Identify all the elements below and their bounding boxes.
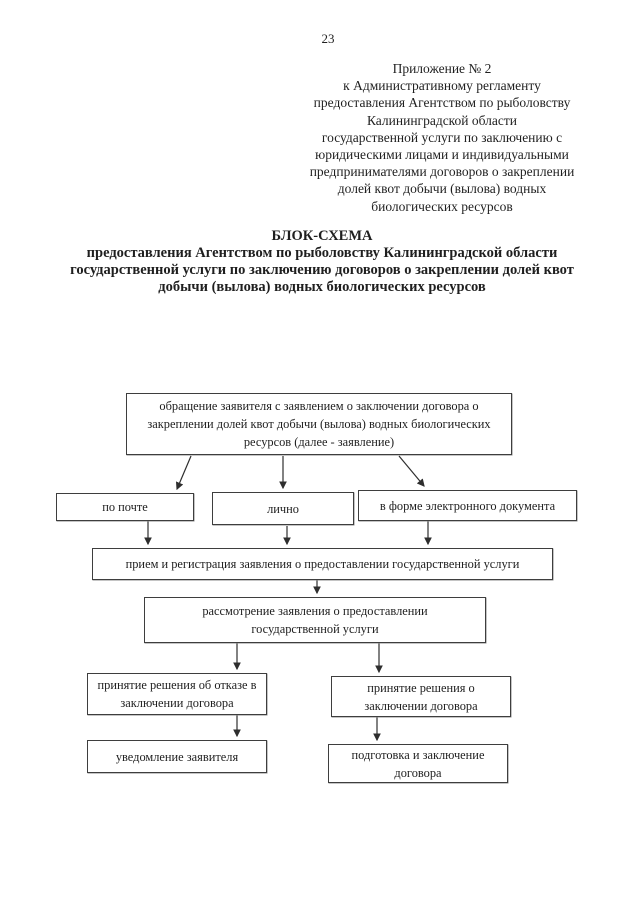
flowchart-node-contract-preparation: подготовка и заключение договора <box>328 744 508 783</box>
flowchart-node-electronic-document: в форме электронного документа <box>358 490 577 521</box>
flowchart-node-in-person: лично <box>212 492 354 525</box>
flowchart-node-notification: уведомление заявителя <box>87 740 267 773</box>
flowchart-node-review: рассмотрение заявления о предоставлении … <box>144 597 486 643</box>
flowchart-node-by-mail: по почте <box>56 493 194 521</box>
edge-application-by-mail <box>175 455 192 491</box>
edge-application-electronic-document <box>398 455 425 487</box>
flowchart-node-refusal-decision: принятие решения об отказе в заключении … <box>87 673 267 715</box>
flowchart-node-conclusion-decision: принятие решения о заключении договора <box>331 676 511 717</box>
flowchart-node-application: обращение заявителя с заявлением о заклю… <box>126 393 512 455</box>
page-number: 23 <box>321 31 335 46</box>
flowchart-node-reception-registration: прием и регистрация заявления о предоста… <box>92 548 553 580</box>
document-title: БЛОК-СХЕМА предоставления Агентством по … <box>70 228 574 295</box>
appendix-header: Приложение № 2 к Административному регла… <box>309 61 575 214</box>
